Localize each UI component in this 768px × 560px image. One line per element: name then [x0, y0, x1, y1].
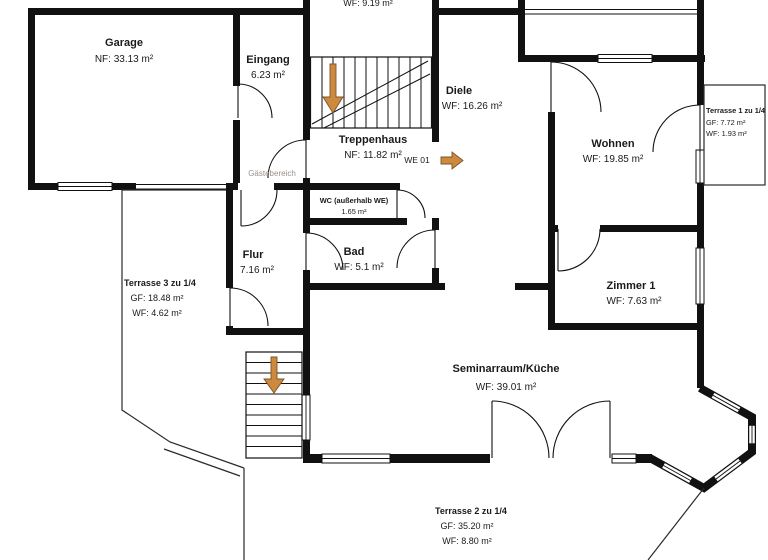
door-wc [396, 189, 426, 219]
door-bad-diele [396, 229, 436, 269]
terrace-outlines [121, 84, 766, 560]
window-zimmer1-right [695, 247, 705, 305]
window-seminar-left [301, 394, 311, 441]
flur-area: 7.16 m² [240, 265, 275, 276]
terrasse3-outline [121, 189, 245, 469]
upper-room-area-label: WF: 9.19 m² [343, 0, 393, 8]
terrasse1-name: Terrasse 1 zu 1/4 [706, 106, 766, 115]
room-labels: WF: 9.19 m² Garage NF: 33.13 m² Eingang … [95, 0, 766, 546]
wohnen-area: WF: 19.85 m² [583, 154, 644, 165]
bad-area: WF: 5.1 m² [334, 262, 384, 273]
wohnen-name: Wohnen [591, 138, 634, 150]
terrasse2-wf: WF: 8.80 m² [442, 536, 492, 546]
door-flur-terrasse3 [229, 287, 269, 327]
terrasse2-name: Terrasse 2 zu 1/4 [435, 506, 507, 516]
zimmer1-name: Zimmer 1 [607, 280, 656, 292]
terrasse2-gf: GF: 35.20 m² [440, 521, 493, 531]
terrasse1-wf: WF: 1.93 m² [706, 129, 747, 138]
door-wohnen [550, 61, 602, 113]
main-staircase [309, 56, 433, 129]
stair-direction-arrow [322, 63, 344, 114]
garage-area: NF: 33.13 m² [95, 54, 154, 65]
door-eingang [237, 83, 273, 119]
garage-name: Garage [105, 37, 143, 49]
door-terrasse2-left [491, 400, 550, 459]
flur-name: Flur [243, 249, 264, 261]
zimmer1-area: WF: 7.63 m² [606, 296, 662, 307]
window-seminar-bottom-right [611, 453, 637, 464]
door-terrasse2-right [552, 400, 611, 459]
terrace-staircase [245, 351, 303, 459]
terrasse1-outline [703, 84, 766, 186]
wc-name: WC (außerhalb WE) [320, 196, 389, 205]
bad-name: Bad [344, 246, 365, 258]
window-wohnen-top [597, 54, 653, 63]
door-terrasse1 [652, 104, 701, 153]
seminarraum-name: Seminarraum/Küche [453, 363, 560, 375]
terrasse3-wf: WF: 4.62 m² [132, 308, 182, 318]
we01-label: WE 01 [404, 155, 430, 165]
bay-window [648, 384, 756, 493]
terrasse2-right-edge [647, 487, 705, 560]
diele-area: WF: 16.26 m² [442, 101, 503, 112]
door-flur-bad [305, 232, 344, 271]
eingang-area: 6.23 m² [251, 70, 286, 81]
window-wohnen-right [695, 149, 705, 184]
gaestebereich-label: Gästebereich [248, 169, 296, 178]
window-seminar-bottom-left [321, 453, 391, 464]
treppenhaus-area: NF: 11.82 m² [344, 150, 402, 161]
window-garage [57, 182, 113, 191]
door-flur-top [240, 189, 278, 227]
terrasse3-gf: GF: 18.48 m² [130, 293, 183, 303]
seminarraum-area: WF: 39.01 m² [476, 382, 537, 393]
wc-area: 1.65 m² [341, 207, 367, 216]
treppenhaus-name: Treppenhaus [339, 134, 407, 146]
doors [229, 61, 701, 459]
windows [57, 54, 705, 464]
eingang-name: Eingang [246, 54, 289, 66]
door-gaestebereich [267, 139, 307, 179]
door-zimmer1 [557, 228, 601, 272]
diele-name: Diele [446, 85, 472, 97]
terrasse1-gf: GF: 7.72 m² [706, 118, 746, 127]
walls [28, 0, 705, 463]
we01-marker [440, 151, 464, 170]
stair-down-arrow [263, 356, 285, 394]
we01-arrow-icon [440, 151, 464, 170]
terrasse3-name: Terrasse 3 zu 1/4 [124, 278, 196, 288]
